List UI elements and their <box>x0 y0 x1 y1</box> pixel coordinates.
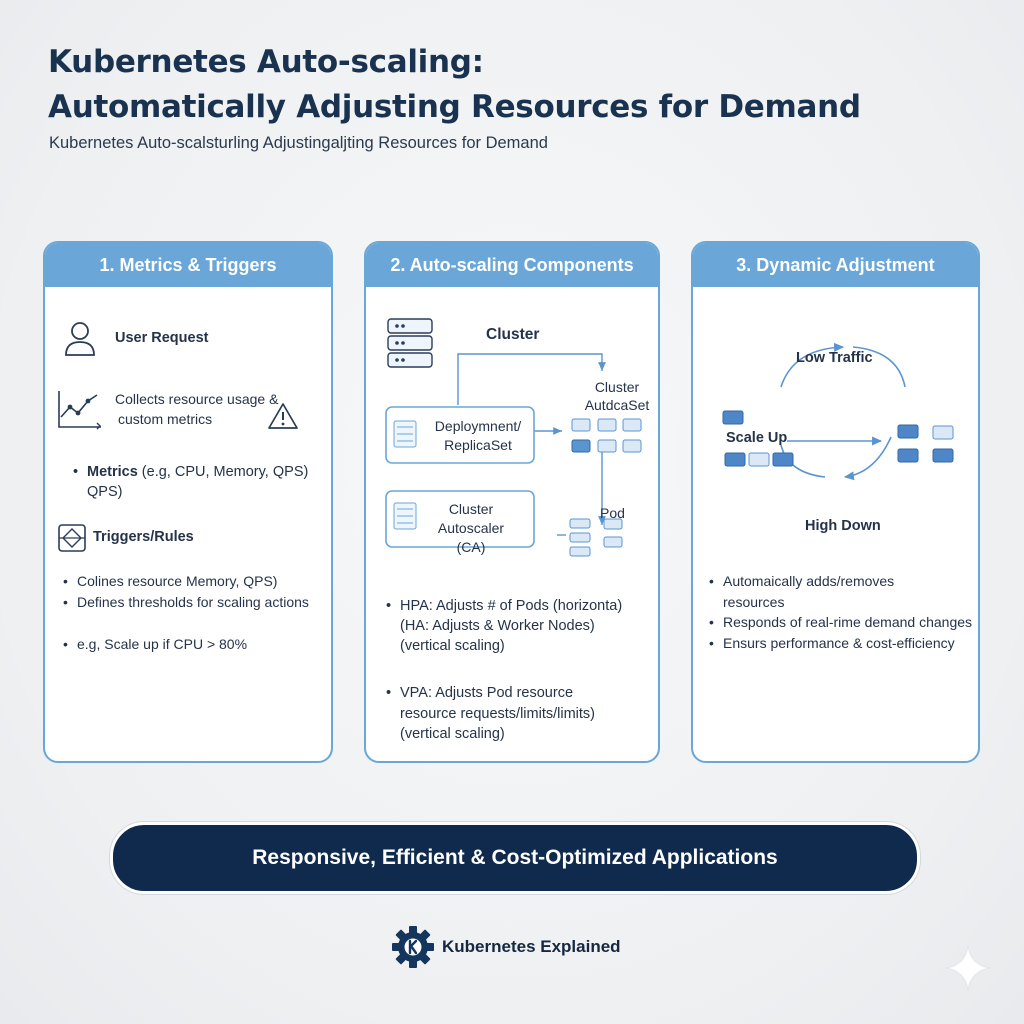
page-subtitle: Kubernetes Auto-scalsturling Adjustingal… <box>49 134 548 152</box>
cluster-autoscaset-label: Cluster AutdcaSet <box>584 379 650 413</box>
hpa-line-3: (vertical scaling) <box>400 638 505 654</box>
server-stack-icon <box>387 318 433 368</box>
alert-icon <box>268 403 298 429</box>
hpa-line-1: HPA: Adjusts # of Pods (horizonta) <box>386 596 622 616</box>
panel-autoscaling-components: 2. Auto-scaling Components <box>364 241 660 763</box>
title-line-2: Automatically Adjusting Resources for De… <box>48 89 861 125</box>
cluster-autoscaler-box <box>385 490 535 548</box>
triggers-rules-label: Triggers/Rules <box>93 529 194 545</box>
vpa-line-3: (vertical scaling) <box>400 726 505 742</box>
rules-bullet-1: Colines resource Memory, QPS) <box>63 571 278 591</box>
page-title: Kubernetes Auto-scaling: Automatically A… <box>48 40 861 130</box>
hpa-line-2: (HA: Adjusts & Worker Nodes) <box>400 618 595 634</box>
line-chart-icon <box>58 391 101 430</box>
vpa-line-2: resource requests/limits/limits) <box>400 706 595 722</box>
kubernetes-gear-icon <box>392 926 434 968</box>
summary-banner: Responsive, Efficient & Cost-Optimized A… <box>110 822 920 894</box>
node-grid-top <box>571 418 642 453</box>
panel-metrics-triggers: 1. Metrics & Triggers User Request Colle… <box>43 241 333 763</box>
panel-2-header: 2. Auto-scaling Components <box>366 243 658 287</box>
example-bullet: e.g, Scale up if CPU > 80% <box>63 634 247 654</box>
user-icon <box>65 322 95 356</box>
user-request-label: User Request <box>115 330 209 346</box>
title-line-1: Kubernetes Auto-scaling: <box>48 44 484 80</box>
adjust-bullet-1-cont: resources <box>723 594 785 610</box>
low-traffic-label: Low Traffic <box>796 350 873 366</box>
rules-icon <box>58 524 86 552</box>
adjust-bullet-3: Ensurs performance & cost-efficiency <box>709 633 955 653</box>
components-diagram <box>385 318 642 557</box>
sparkle-icon <box>945 945 991 991</box>
metrics-continued: QPS) <box>87 484 123 500</box>
panel-3-header: 3. Dynamic Adjustment <box>693 243 978 287</box>
pod-grid <box>569 518 623 557</box>
rules-bullet-2: Defines thresholds for scaling actions <box>63 592 309 612</box>
footer-label: Kubernetes Explained <box>442 937 621 956</box>
scale-up-label: Scale Up <box>726 430 788 446</box>
scaling-cycle-diagram <box>722 342 954 481</box>
adjust-bullet-1: Automaically adds/removes <box>709 571 894 591</box>
panel-dynamic-adjustment: 3. Dynamic Adjustment Low Traffic Scale … <box>691 241 980 763</box>
adjust-bullet-2: Responds of real-rime demand changes <box>709 612 972 632</box>
panel-1-header: 1. Metrics & Triggers <box>45 243 331 287</box>
metrics-detail: (e.g, CPU, Memory, QPS) <box>137 464 309 480</box>
cluster-autoscaler-label: Cluster Autoscaler (CA) <box>437 501 505 555</box>
metrics-bullet: Metrics (e.g, CPU, Memory, QPS) <box>73 462 309 482</box>
deployment-box <box>385 406 535 464</box>
collects-text-2: custom metrics <box>118 411 213 427</box>
pod-label: Pod <box>600 505 625 521</box>
deployment-label: Deploymnent/ ReplicaSet <box>434 418 522 453</box>
cluster-label: Cluster <box>486 326 540 343</box>
footer-brand: Kubernetes Explained <box>390 924 621 970</box>
metrics-bold: Metrics <box>87 464 138 480</box>
vpa-line-1: VPA: Adjusts Pod resource <box>386 683 573 703</box>
high-down-label: High Down <box>805 518 881 534</box>
collects-text-1: Collects resource usage & <box>115 391 279 407</box>
